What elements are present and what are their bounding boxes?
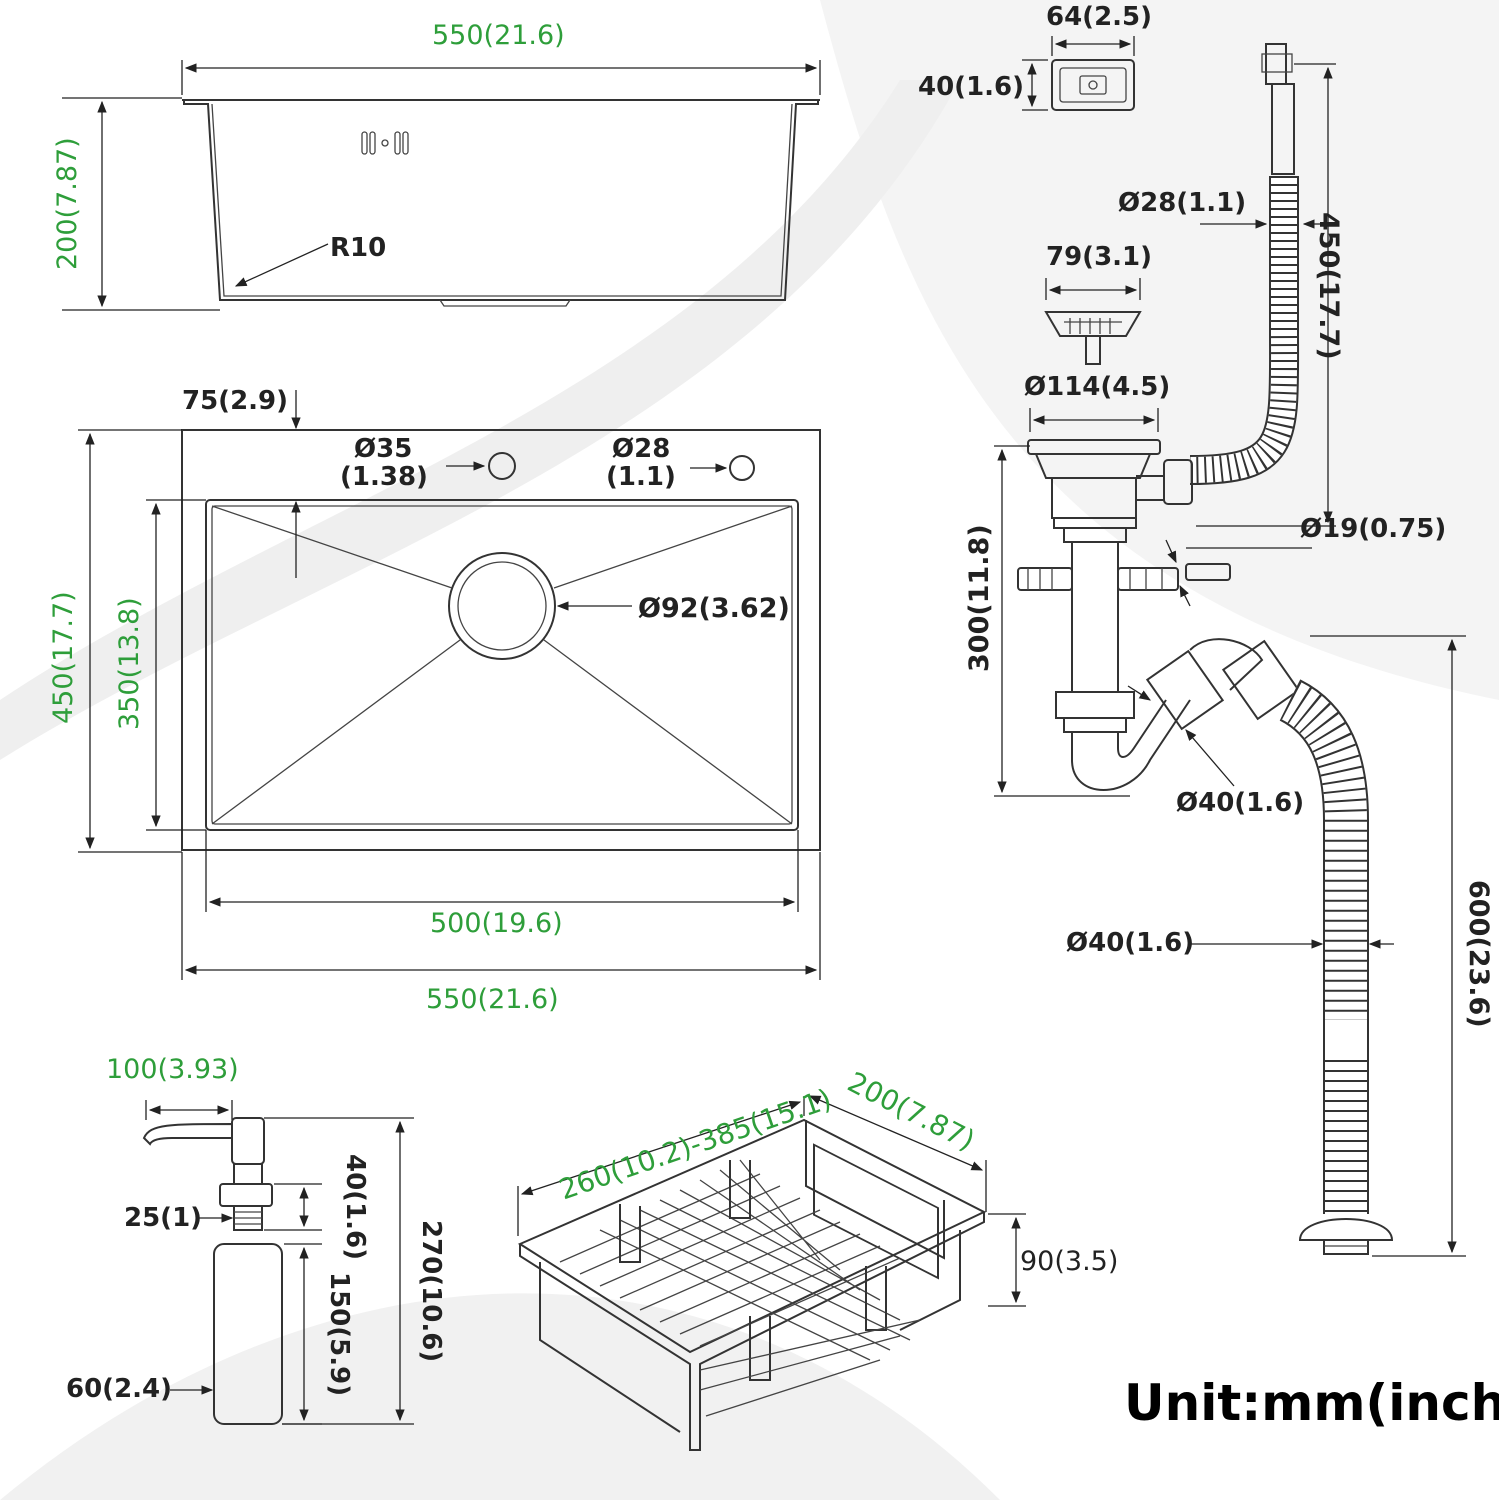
drain-hose-length-label: 600(23.6)	[1463, 880, 1494, 1028]
overflow-hose	[1186, 43, 1336, 549]
strainer-flange-label: Ø114(4.5)	[1024, 372, 1171, 402]
overflow-slots-icon	[361, 131, 409, 155]
soap-total-height-label: 270(10.6)	[416, 1220, 446, 1363]
sink-top-view	[78, 390, 821, 980]
overflow-height-label: 40(1.6)	[918, 72, 1025, 102]
overflow-hose-length-label: 450(17.7)	[1313, 212, 1344, 360]
soap-spout-label: 100(3.93)	[106, 1054, 239, 1085]
drain-hose-dia-label: Ø40(1.6)	[1066, 928, 1195, 958]
unit-note: Unit:mm(inch)	[1124, 1374, 1499, 1432]
basket-height-label: 90(3.5)	[1020, 1246, 1119, 1277]
tap-hole-small-label: Ø28	[612, 434, 671, 464]
sink-side-width-label: 550(21.6)	[432, 20, 565, 51]
inner-depth-label: 350(13.8)	[114, 597, 145, 730]
drain-assembly	[994, 408, 1301, 797]
soap-bottle-height-label: 150(5.9)	[324, 1272, 354, 1397]
soap-dispenser	[142, 1100, 414, 1425]
overflow-cover	[1022, 36, 1135, 111]
trap-dia-label: Ø40(1.6)	[1176, 788, 1305, 818]
outer-depth-label: 450(17.7)	[48, 591, 79, 724]
drain-hole-label: Ø92(3.62)	[638, 593, 790, 624]
corner-radius-label: R10	[330, 233, 387, 263]
overflow-width-label: 64(2.5)	[1046, 2, 1153, 32]
tap-hole-small-inch-label: (1.1)	[606, 462, 676, 492]
soap-bottle-dia-label: 60(2.4)	[66, 1374, 173, 1404]
inner-width-label: 500(19.6)	[430, 908, 563, 939]
edge-offset-label: 75(2.9)	[182, 386, 289, 416]
tap-hole-large-label: Ø35	[354, 434, 413, 464]
drain-hose	[1190, 635, 1466, 1257]
sink-side-depth-label: 200(7.87)	[52, 137, 83, 270]
dish-basket	[517, 1095, 1026, 1451]
sink-side-view	[62, 60, 821, 311]
outer-width-label: 550(21.6)	[426, 984, 559, 1015]
drain-height-label: 300(11.8)	[964, 524, 995, 672]
drain-inlet-label: Ø19(0.75)	[1300, 514, 1447, 544]
tap-hole-large-inch-label: (1.38)	[340, 462, 428, 492]
soap-neck-label: 40(1.6)	[340, 1154, 370, 1261]
strainer-basket	[1044, 278, 1142, 365]
strainer-basket-label: 79(3.1)	[1046, 242, 1153, 272]
overflow-hose-dia-label: Ø28(1.1)	[1118, 188, 1247, 218]
soap-thread-label: 25(1)	[124, 1203, 203, 1233]
